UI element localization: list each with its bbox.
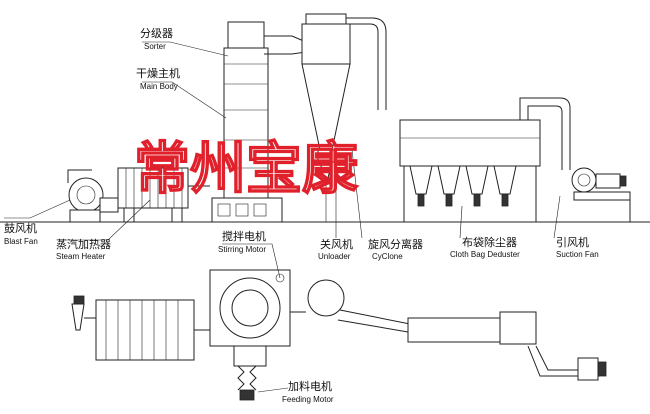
- main-body-label-zh: 干燥主机: [136, 66, 180, 80]
- unloader-label-zh: 关风机: [320, 237, 353, 251]
- label-sorter: 分级器 Sorter: [140, 27, 173, 51]
- cloth-bag-label-en: Cloth Bag Deduster: [450, 250, 520, 259]
- leader-lines: [4, 41, 561, 393]
- label-cyclone: 旋风分离器 CyClone: [368, 237, 423, 261]
- sorter-label-en: Sorter: [144, 42, 166, 51]
- cloth-bag-deduster-shape: [399, 97, 571, 222]
- plan-view: [71, 269, 607, 401]
- feeding-motor-label-en: Feeding Motor: [282, 395, 334, 404]
- cyclone-label-zh: 旋风分离器: [368, 237, 423, 251]
- label-suction-fan: 引风机 Suction Fan: [556, 235, 599, 259]
- stirring-motor-label-zh: 搅拌电机: [222, 229, 266, 243]
- cyclone-label-en: CyClone: [372, 252, 403, 261]
- cloth-bag-label-zh: 布袋除尘器: [462, 235, 517, 249]
- label-blast-fan: 鼓风机 Blast Fan: [4, 221, 38, 246]
- suction-fan-label-en: Suction Fan: [556, 250, 599, 259]
- label-stirring-motor: 搅拌电机 Stirring Motor: [218, 229, 266, 254]
- main-body-shape: [211, 21, 307, 223]
- suction-fan-label-zh: 引风机: [556, 235, 589, 249]
- main-body-label-en: Main Body: [140, 82, 178, 91]
- label-feeding-motor: 加料电机 Feeding Motor: [282, 379, 334, 404]
- steam-heater-shape: [117, 167, 210, 223]
- blast-fan-label-en: Blast Fan: [4, 237, 38, 246]
- label-main-body: 干燥主机 Main Body: [136, 66, 180, 91]
- cyclone-shape: [301, 13, 387, 222]
- label-unloader: 关风机 Unloader: [318, 237, 353, 261]
- sorter-label-zh: 分级器: [140, 27, 173, 40]
- steam-heater-label-zh: 蒸汽加热器: [56, 237, 111, 251]
- steam-heater-label-en: Steam Heater: [56, 252, 106, 261]
- watermark-text: 常州宝康: [134, 136, 358, 202]
- stirring-motor-label-en: Stirring Motor: [218, 245, 266, 254]
- feeding-motor-label-zh: 加料电机: [288, 379, 332, 393]
- unloader-label-en: Unloader: [318, 252, 351, 261]
- blast-fan-shape: [67, 169, 119, 223]
- label-cloth-bag-deduster: 布袋除尘器 Cloth Bag Deduster: [450, 235, 520, 259]
- elevation-view: [0, 13, 650, 223]
- suction-fan-shape: [571, 167, 631, 222]
- blast-fan-label-zh: 鼓风机: [4, 221, 37, 235]
- label-steam-heater: 蒸汽加热器 Steam Heater: [56, 237, 111, 261]
